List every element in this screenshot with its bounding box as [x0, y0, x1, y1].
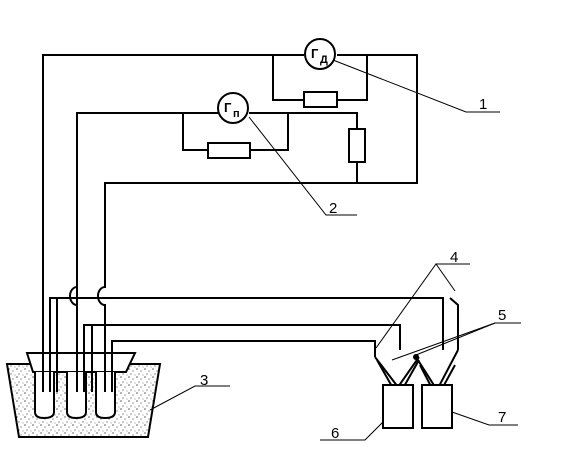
- box-6: [382, 384, 414, 429]
- galvanometer-gp-sub: п: [233, 108, 240, 120]
- galvanometer-gp-letter: Г: [224, 100, 232, 115]
- resistor-vertical: [348, 128, 366, 163]
- junction-dot: [413, 354, 419, 360]
- leader-lines: [149, 59, 521, 441]
- resistor-inner: [207, 142, 251, 159]
- resistor-outer: [303, 91, 338, 108]
- galvanometer-gp: Г п: [217, 92, 249, 124]
- callout-3: 3: [200, 372, 208, 389]
- galvanometer-gd: Г Д: [304, 38, 336, 70]
- probe-tubes: [34, 372, 116, 420]
- galvanometer-gd-sub: Д: [320, 54, 328, 66]
- callout-6: 6: [331, 425, 339, 442]
- hopper-wires: [49, 297, 459, 392]
- callout-7: 7: [498, 409, 506, 426]
- callout-2: 2: [329, 200, 337, 217]
- callout-5: 5: [498, 307, 506, 324]
- callout-1: 1: [479, 96, 487, 113]
- galvanometer-gd-letter: Г: [311, 46, 319, 61]
- outer-circuit-wire: [42, 54, 418, 392]
- box-7: [421, 384, 453, 429]
- callout-4: 4: [450, 249, 458, 266]
